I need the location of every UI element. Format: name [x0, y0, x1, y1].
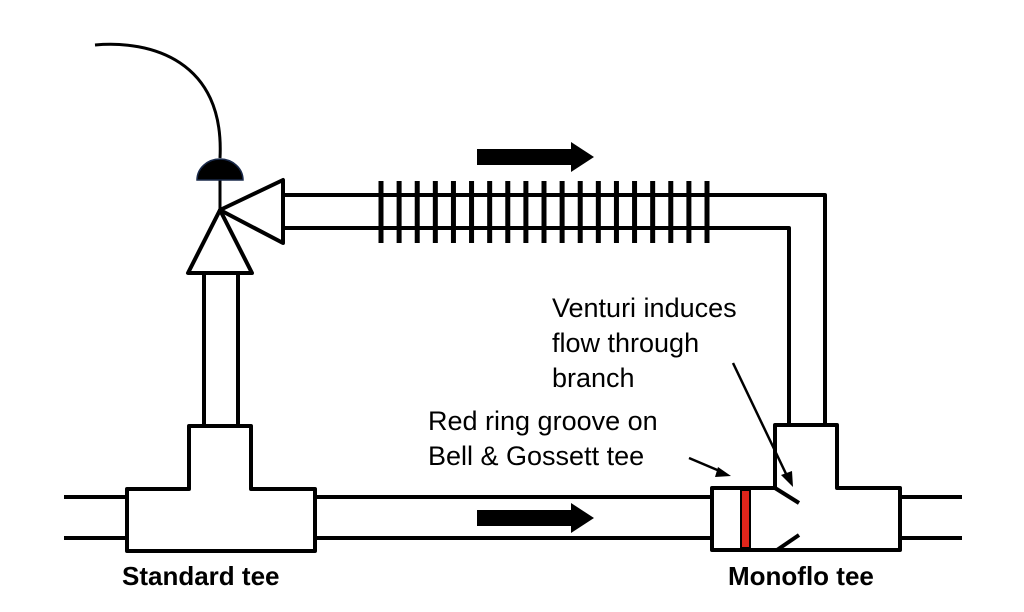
main-pipe-middle: [313, 495, 714, 540]
three-way-valve: [94, 42, 285, 275]
valve-port-right: [218, 178, 285, 245]
flow-arrow-bottom: [477, 503, 594, 533]
monoflo-tee: [710, 423, 902, 552]
supply-riser-pipe: [202, 273, 240, 426]
actuator-wire: [94, 42, 222, 159]
main-pipe-left: [64, 495, 129, 540]
venturi-label-line3: branch: [552, 363, 635, 393]
venturi-vanes: [773, 486, 801, 552]
standard-tee-label: Standard tee: [122, 561, 280, 591]
venturi-leader: [731, 362, 793, 487]
ring-leader: [688, 456, 731, 477]
ring-label-line1: Red ring groove on: [428, 406, 658, 436]
valve-port-bottom: [186, 208, 254, 275]
red-ring-groove: [740, 489, 751, 549]
main-pipe-right: [898, 495, 962, 540]
baseboard-fins: [378, 181, 710, 243]
flow-arrow-top: [477, 142, 594, 172]
standard-tee: [125, 424, 317, 553]
monoflo-tee-label: Monoflo tee: [728, 561, 874, 591]
ring-label-line2: Bell & Gossett tee: [428, 441, 644, 471]
valve-actuator-icon: [196, 158, 244, 181]
venturi-label-line2: flow through: [552, 328, 699, 358]
venturi-label-line1: Venturi induces: [552, 293, 737, 323]
